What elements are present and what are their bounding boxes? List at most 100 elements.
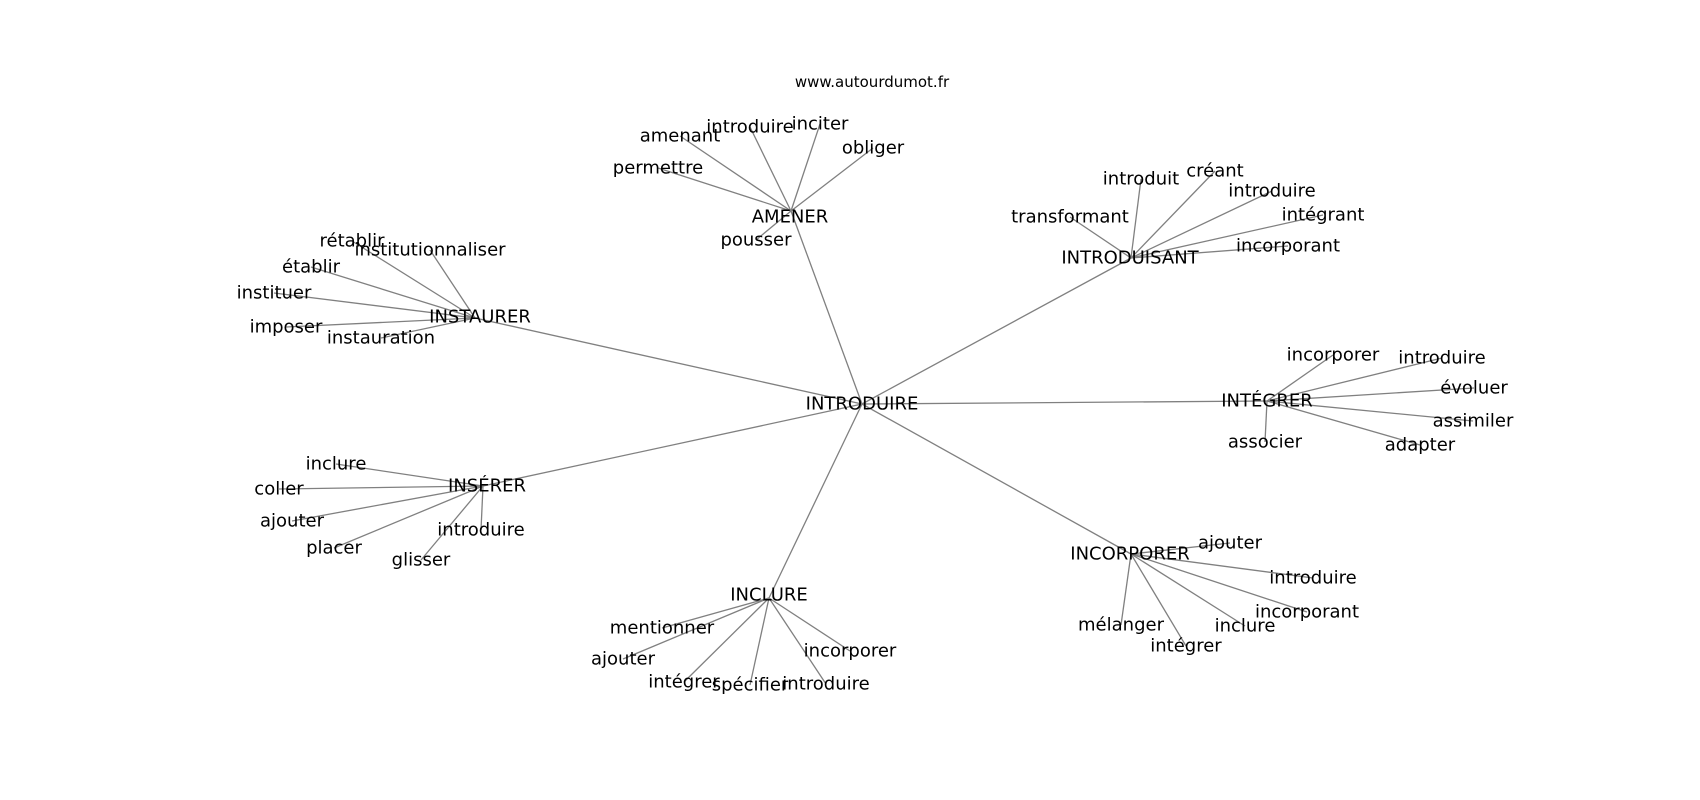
leaf-node-inserer-coller[interactable]: coller <box>254 479 304 500</box>
edge-inclure-to-specifier <box>749 597 770 686</box>
edge-integrer-to-evoluer <box>1266 387 1475 402</box>
edge-instaurer-to-institutionnaliser <box>429 249 476 319</box>
center-word-node[interactable]: INTRODUIRE <box>806 394 919 415</box>
graph-edges <box>273 123 1475 686</box>
hub-node-incorporer[interactable]: INCORPORER <box>1070 544 1189 565</box>
hub-node-amener[interactable]: AMENER <box>752 207 829 228</box>
hub-node-introduisant[interactable]: INTRODUISANT <box>1061 248 1199 269</box>
leaf-node-inclure-specifier[interactable]: spécifier <box>712 675 789 696</box>
edge-center-to-inserer <box>482 403 863 487</box>
edge-inserer-to-introduire <box>480 485 484 531</box>
hub-node-instaurer[interactable]: INSTAURER <box>429 307 531 328</box>
leaf-node-incorporer-melanger[interactable]: mélanger <box>1078 615 1165 636</box>
edge-amener-to-pousser <box>755 210 792 241</box>
leaf-node-instaurer-imposer[interactable]: imposer <box>250 317 323 338</box>
edge-inclure-to-introduire <box>768 597 827 685</box>
edge-introduisant-to-introduire <box>1130 190 1273 259</box>
edge-center-to-inclure <box>768 403 863 599</box>
leaf-node-instaurer-retablir[interactable]: rétablir <box>320 231 386 252</box>
edge-instaurer-to-retablir <box>351 240 476 319</box>
leaf-node-inserer-inclure[interactable]: inclure <box>306 454 367 475</box>
leaf-node-amener-pousser[interactable]: pousser <box>720 230 792 251</box>
leaf-node-amener-obliger[interactable]: obliger <box>842 138 905 159</box>
leaf-node-inserer-glisser[interactable]: glisser <box>392 550 451 571</box>
leaf-node-introduisant-transformant[interactable]: transformant <box>1011 207 1129 228</box>
edge-integrer-to-incorporer <box>1266 354 1334 402</box>
edge-inserer-to-coller <box>278 485 484 490</box>
leaf-node-inclure-mentionner[interactable]: mentionner <box>610 618 715 639</box>
leaf-node-inserer-introduire[interactable]: introduire <box>437 520 524 541</box>
leaf-node-amener-amenant[interactable]: amenant <box>640 126 721 147</box>
edge-instaurer-to-imposer <box>285 317 476 328</box>
edge-introduisant-to-creant <box>1130 170 1216 259</box>
edge-incorporer-to-inclure <box>1130 553 1246 627</box>
leaf-node-introduisant-integrant[interactable]: intégrant <box>1282 205 1365 226</box>
leaf-node-incorporer-inclure[interactable]: inclure <box>1215 616 1276 637</box>
edge-introduisant-to-transformant <box>1069 216 1132 259</box>
edge-introduisant-to-integrant <box>1130 214 1324 259</box>
edge-instaurer-to-etablir <box>310 266 476 319</box>
edge-amener-to-inciter <box>790 123 821 212</box>
leaf-node-amener-inciter[interactable]: inciter <box>792 114 849 135</box>
leaf-node-introduisant-introduire[interactable]: introduire <box>1228 181 1315 202</box>
edge-center-to-introduisant <box>861 257 1132 405</box>
edge-amener-to-obliger <box>790 147 874 212</box>
edge-incorporer-to-ajouter <box>1130 542 1231 555</box>
hub-node-inserer[interactable]: INSÉRER <box>448 475 526 497</box>
leaf-node-integrer-incorporer[interactable]: incorporer <box>1287 345 1380 366</box>
edge-center-to-incorporer <box>861 403 1132 555</box>
leaf-node-integrer-associer[interactable]: associer <box>1228 432 1303 453</box>
leaf-node-introduisant-introduit[interactable]: introduit <box>1103 169 1179 190</box>
leaf-node-introduisant-incorporant[interactable]: incorporant <box>1236 236 1340 257</box>
edge-integrer-to-assimiler <box>1266 400 1474 422</box>
leaf-node-inserer-placer[interactable]: placer <box>306 538 362 559</box>
edge-inserer-to-ajouter <box>291 485 484 522</box>
leaf-node-inclure-introduire[interactable]: introduire <box>782 674 869 695</box>
leaf-node-amener-introduire[interactable]: introduire <box>706 117 793 138</box>
leaf-node-incorporer-ajouter[interactable]: ajouter <box>1198 533 1263 554</box>
edge-center-to-instaurer <box>474 317 863 405</box>
graph-labels: www.autourdumot.fr INTRODUIRE AMENER perme… <box>237 73 1514 696</box>
edge-amener-to-amenant <box>679 135 792 212</box>
edge-inclure-to-mentionner <box>661 597 770 629</box>
leaf-node-integrer-introduire[interactable]: introduire <box>1398 348 1485 369</box>
edge-center-to-integrer <box>861 400 1268 405</box>
edge-instaurer-to-instauration <box>380 317 476 339</box>
leaf-node-instaurer-instauration[interactable]: instauration <box>327 328 435 349</box>
leaf-node-instaurer-institutionnaliser[interactable]: institutionnaliser <box>354 240 506 261</box>
hub-node-inclure[interactable]: INCLURE <box>730 585 808 606</box>
leaf-node-integrer-evoluer[interactable]: évoluer <box>1440 378 1508 399</box>
edge-amener-to-permettre <box>657 167 792 212</box>
edge-introduisant-to-introduit <box>1130 178 1142 259</box>
leaf-node-incorporer-incorporant[interactable]: incorporant <box>1255 602 1359 623</box>
edge-incorporer-to-melanger <box>1120 553 1132 626</box>
leaf-node-instaurer-etablir[interactable]: établir <box>282 257 341 278</box>
site-watermark: www.autourdumot.fr <box>795 73 950 91</box>
edge-inclure-to-integrer <box>683 597 770 683</box>
edge-introduisant-to-incorporant <box>1130 245 1289 259</box>
edge-inserer-to-placer <box>333 485 484 549</box>
leaf-node-incorporer-integrer[interactable]: intégrer <box>1150 636 1222 657</box>
leaf-node-inclure-incorporer[interactable]: incorporer <box>804 641 897 662</box>
edge-integrer-to-adapter <box>1266 400 1421 446</box>
leaf-node-amener-permettre[interactable]: permettre <box>613 158 703 179</box>
edge-instaurer-to-instituer <box>273 292 476 319</box>
leaf-node-integrer-assimiler[interactable]: assimiler <box>1433 411 1514 432</box>
edge-inclure-to-ajouter <box>622 597 770 660</box>
leaf-node-inclure-ajouter[interactable]: ajouter <box>591 649 656 670</box>
leaf-node-instaurer-instituer[interactable]: instituer <box>237 283 312 304</box>
edge-integrer-to-associer <box>1264 400 1268 443</box>
leaf-node-integrer-adapter[interactable]: adapter <box>1385 435 1456 456</box>
hub-node-integrer[interactable]: INTÉGRER <box>1221 390 1312 412</box>
edge-inclure-to-incorporer <box>768 597 851 652</box>
edge-incorporer-to-introduire <box>1130 553 1314 579</box>
edge-incorporer-to-integrer <box>1130 553 1187 647</box>
edge-center-to-amener <box>790 210 863 405</box>
edge-inserer-to-inclure <box>335 463 484 487</box>
leaf-node-introduisant-creant[interactable]: créant <box>1186 161 1243 182</box>
edge-integrer-to-introduire <box>1266 357 1443 402</box>
leaf-node-inserer-ajouter[interactable]: ajouter <box>260 511 325 532</box>
leaf-node-inclure-integrer[interactable]: intégrer <box>648 672 720 693</box>
leaf-node-incorporer-introduire[interactable]: introduire <box>1269 568 1356 589</box>
